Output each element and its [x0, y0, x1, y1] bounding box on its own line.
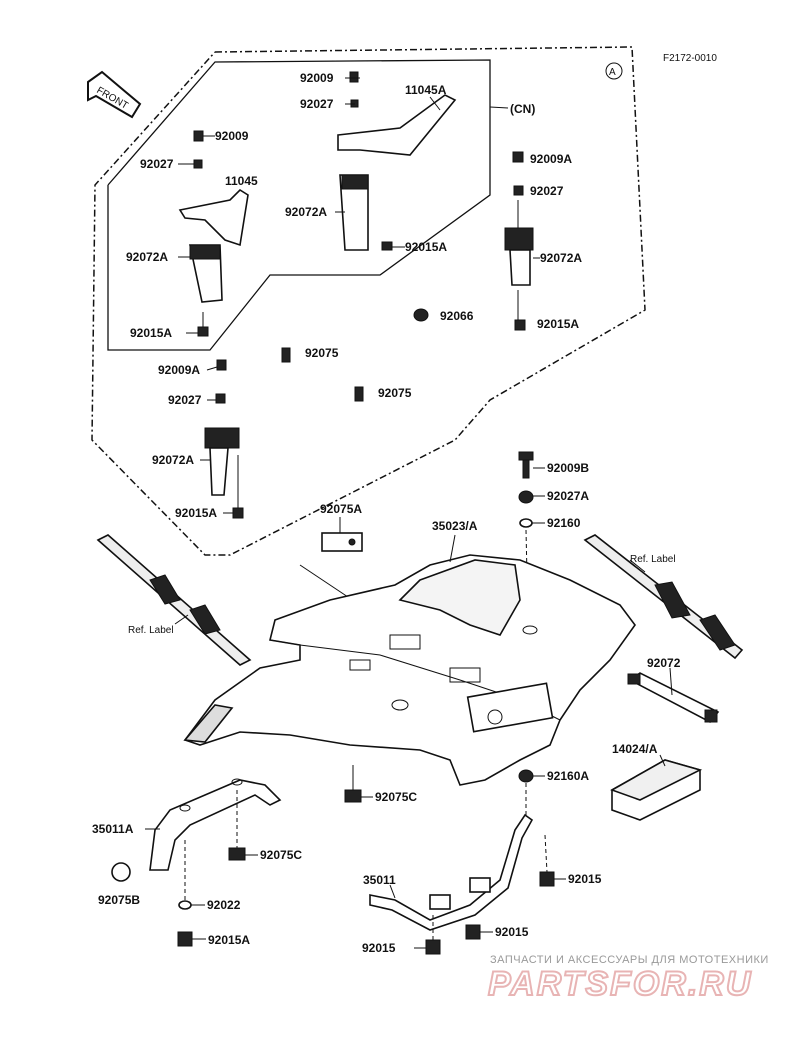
callout-92015-a: 92015 — [568, 872, 602, 886]
callout-92015-c: 92015 — [362, 941, 396, 955]
bracket-assembly-lower-left — [204, 359, 244, 519]
callout-92066: 92066 — [440, 309, 474, 323]
callout-92075C-a: 92075C — [375, 790, 417, 804]
callout-92075-b: 92075 — [378, 386, 412, 400]
clip-92075A-icon — [321, 532, 363, 552]
callout-92027A: 92027A — [547, 489, 589, 503]
callout-92027-a: 92027 — [300, 97, 334, 111]
callout-92160: 92160 — [547, 516, 581, 530]
callout-14024A: 14024/A — [612, 742, 658, 756]
callout-92027-b: 92027 — [140, 157, 174, 171]
callout-92075C-b: 92075C — [260, 848, 302, 862]
nut-icon — [177, 931, 193, 947]
callout-92015-b: 92015 — [495, 925, 529, 939]
reflective-label-right — [583, 534, 744, 660]
callout-92075-a: 92075 — [305, 346, 339, 360]
bracket-assembly-right — [504, 151, 534, 331]
callout-92027-l: 92027 — [168, 393, 202, 407]
callout-92072A-b: 92072A — [126, 250, 168, 264]
clip-icon — [344, 789, 362, 803]
callout-92072A-a: 92072A — [285, 205, 327, 219]
diagram-code: F2172-0010 — [663, 53, 717, 64]
callout-92015A-b: 92015A — [130, 326, 172, 340]
reflective-label-left — [96, 534, 252, 666]
callout-11045: 11045 — [225, 174, 258, 188]
watermark-tagline: ЗАПЧАСТИ И АКСЕССУАРЫ ДЛЯ МОТОТЕХНИКИ — [490, 954, 769, 966]
callout-92072A-r: 92072A — [540, 251, 582, 265]
plug-icon — [413, 308, 429, 322]
ref-label-left: Ref. Label — [128, 625, 174, 636]
callout-92160A: 92160A — [547, 769, 589, 783]
front-arrow-icon: FRONT — [87, 70, 142, 119]
callout-92009-a: 92009 — [300, 71, 334, 85]
pad-14024A — [610, 759, 703, 821]
callout-35011: 35011 — [363, 873, 396, 887]
callout-92015A-bottom: 92015A — [208, 933, 250, 947]
rear-fender — [183, 554, 636, 786]
variant-mark-circle — [605, 62, 623, 80]
callout-92072A-l: 92072A — [152, 453, 194, 467]
cn-label: (CN) — [510, 102, 535, 116]
bolt-stack — [518, 451, 534, 528]
washer-icon — [178, 900, 192, 910]
callout-35023A: 35023/A — [432, 519, 478, 533]
cap-92075B-icon — [111, 862, 131, 882]
callout-92015A-r: 92015A — [537, 317, 579, 331]
callout-35011A: 35011A — [92, 822, 134, 836]
stay-35011 — [369, 813, 534, 931]
nut-icon — [425, 939, 441, 955]
strap-92072 — [627, 672, 720, 724]
nut-icon — [539, 871, 555, 887]
callout-92009A-r: 92009A — [530, 152, 572, 166]
grommet-icon — [518, 769, 534, 783]
callout-92015A-a: 92015A — [405, 240, 447, 254]
variant-mark: A — [609, 67, 616, 78]
callout-92009-b: 92009 — [215, 129, 249, 143]
callout-92075B: 92075B — [98, 893, 140, 907]
nut-icon — [465, 924, 481, 940]
callout-92075A: 92075A — [320, 502, 362, 516]
cn-kit-boundary — [107, 59, 491, 351]
stay-35011A — [149, 778, 282, 871]
callout-92027-r: 92027 — [530, 184, 564, 198]
kit-boundary-outline — [91, 46, 646, 556]
clip-icon — [354, 386, 364, 402]
bolt-icon — [349, 71, 359, 83]
callout-92009B: 92009B — [547, 461, 589, 475]
callout-92015A-l: 92015A — [175, 506, 217, 520]
callout-92072: 92072 — [647, 656, 681, 670]
ref-label-right: Ref. Label — [630, 554, 676, 565]
bracket-assembly-left — [178, 130, 249, 337]
watermark-brand: PARTSFOR.RU — [488, 965, 752, 1003]
clip-icon — [228, 847, 246, 861]
callout-92022: 92022 — [207, 898, 241, 912]
callout-92009A-l: 92009A — [158, 363, 200, 377]
callout-11045A: 11045A — [405, 83, 447, 97]
clip-icon — [281, 347, 291, 363]
bracket-assembly-cn — [337, 71, 457, 251]
